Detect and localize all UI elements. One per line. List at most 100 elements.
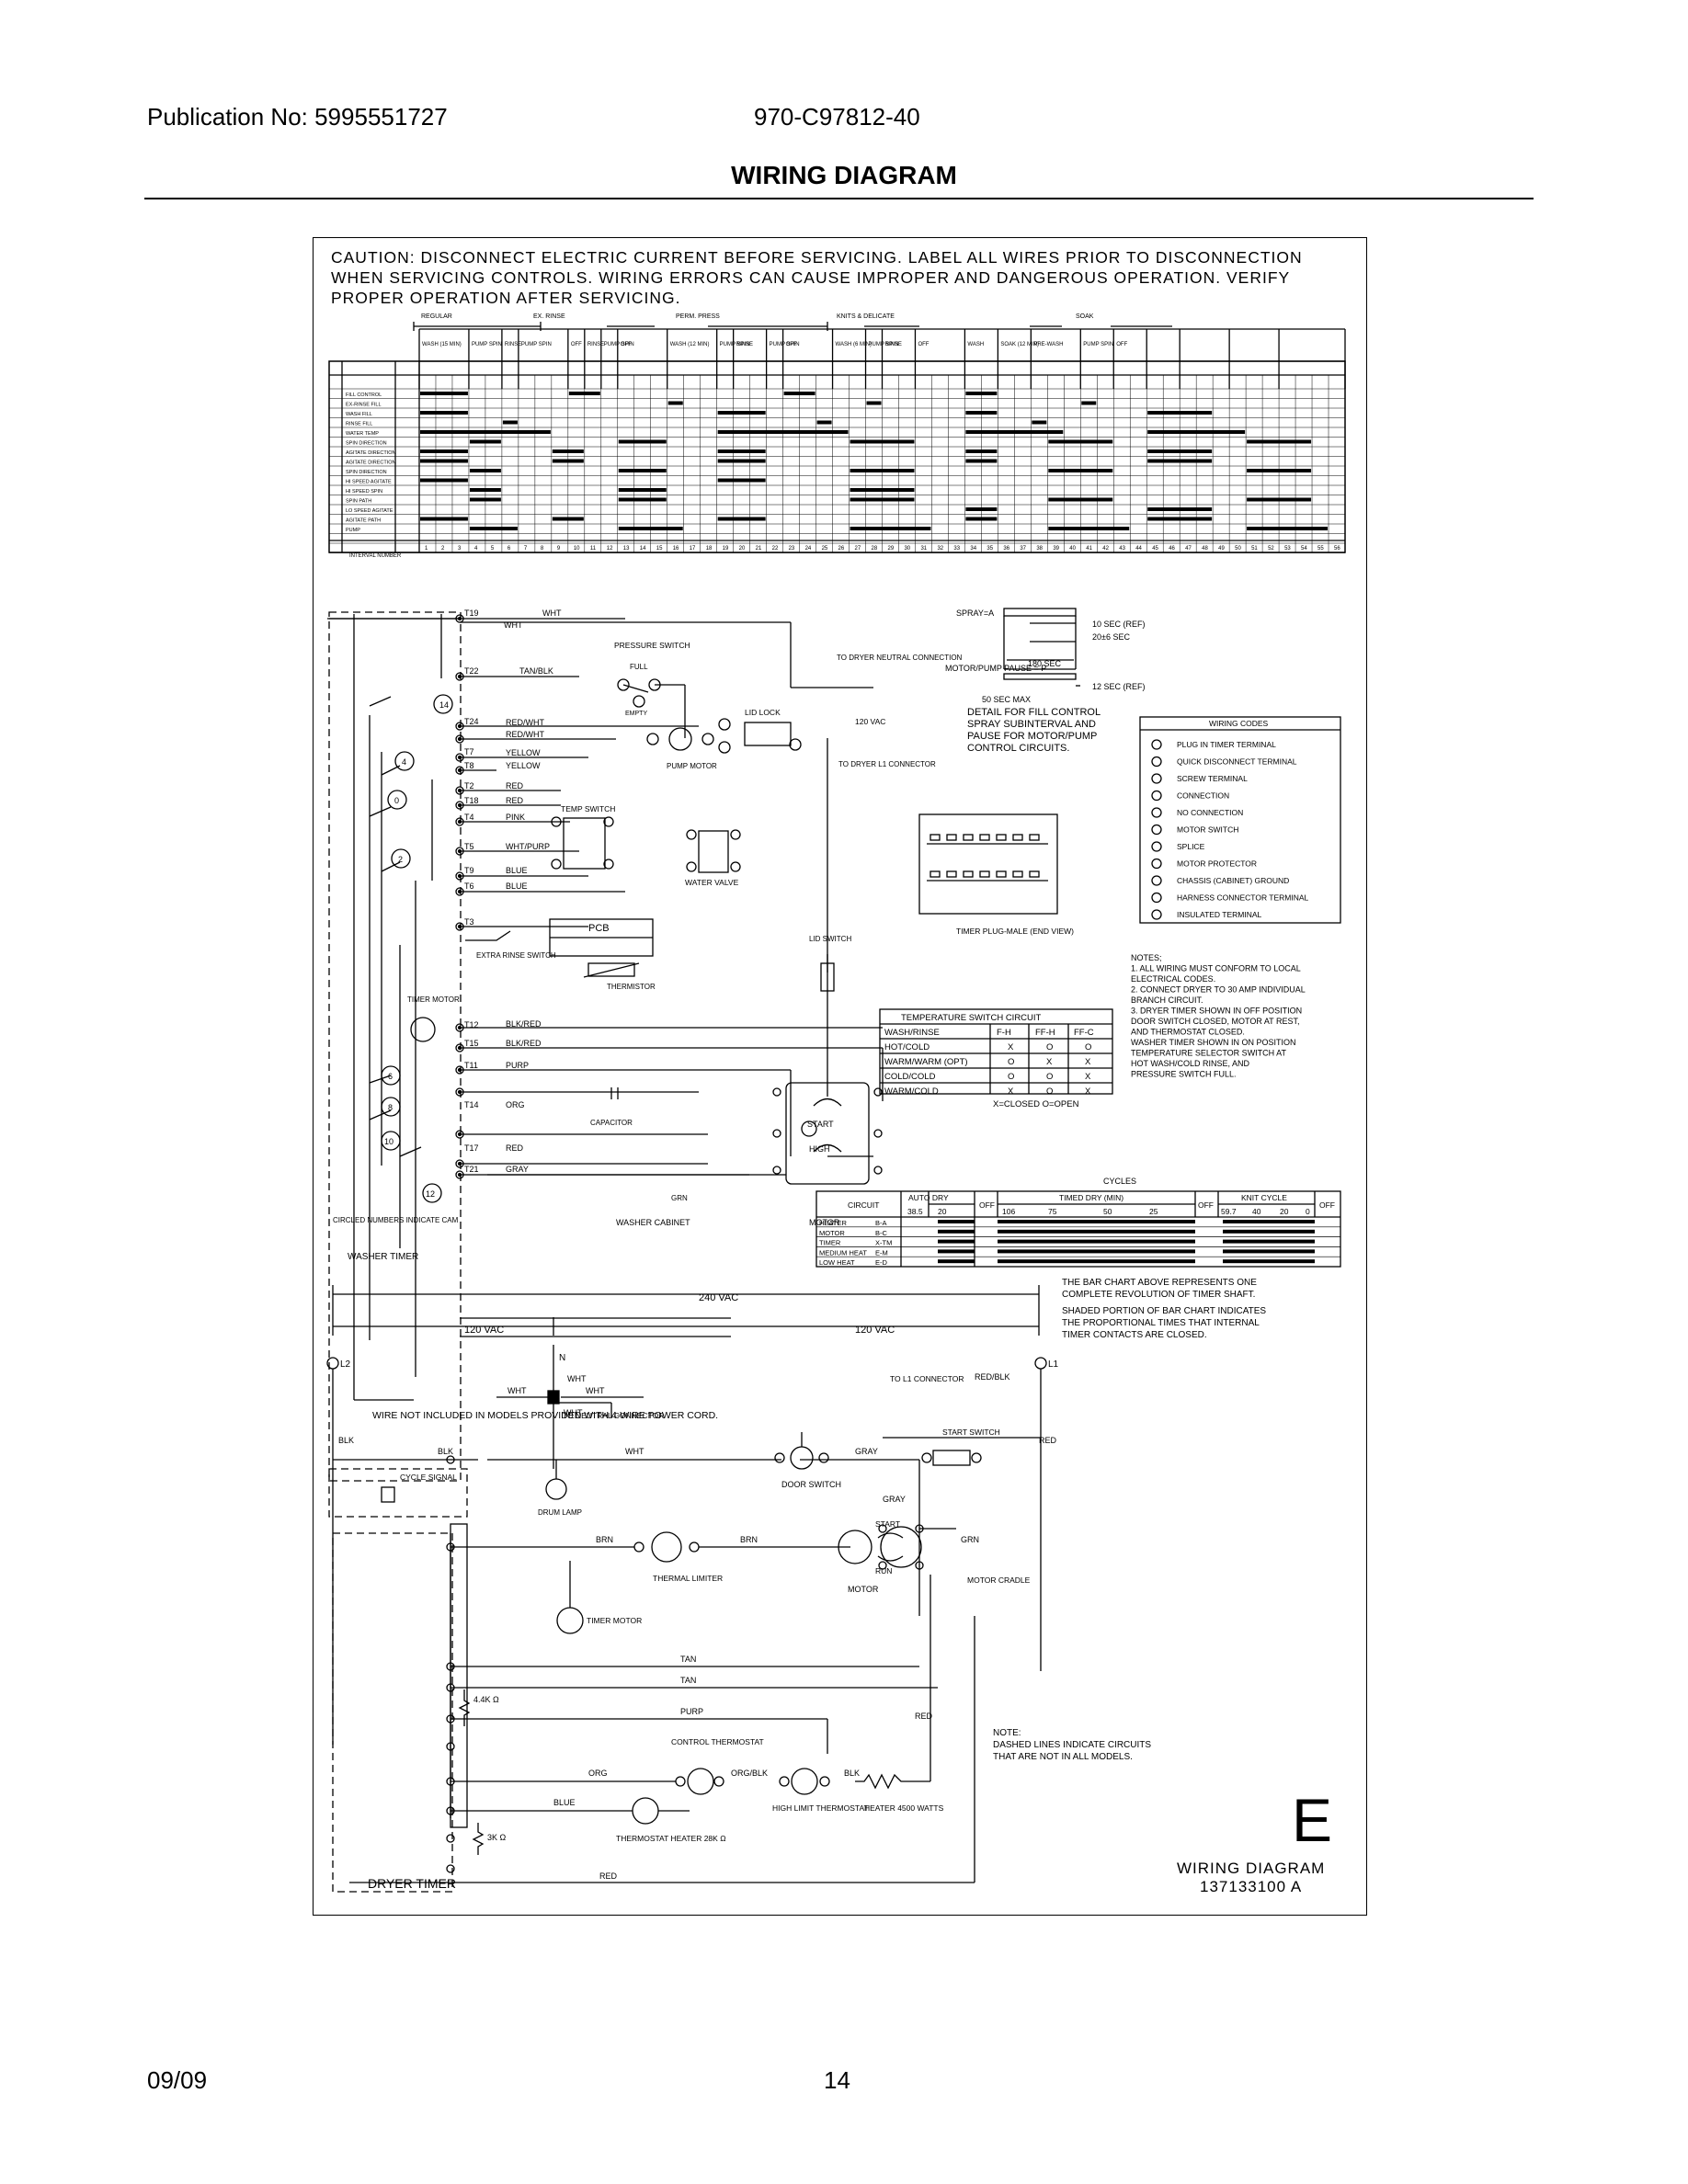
motor-label: MOTOR bbox=[809, 1218, 840, 1227]
timer-bar bbox=[965, 392, 998, 395]
plug-terminal-icon bbox=[455, 922, 464, 931]
interval-number: 28 bbox=[872, 546, 878, 552]
plug-terminal-icon bbox=[455, 1087, 464, 1097]
harness-connector-icon bbox=[1151, 892, 1162, 904]
timer-bar bbox=[618, 488, 667, 492]
circuit-header: CIRCUIT bbox=[848, 1200, 879, 1210]
interval-number: 31 bbox=[920, 546, 927, 552]
cycles-note-line: THE BAR CHART ABOVE REPRESENTS ONE bbox=[1062, 1278, 1257, 1288]
spray-label: SPRAY=A bbox=[956, 609, 994, 618]
wire-label: WHT bbox=[586, 1386, 605, 1395]
cycle-row-name: HEATER bbox=[819, 1219, 847, 1227]
interval-number: 9 bbox=[557, 546, 561, 552]
cam-number: 6 bbox=[388, 1072, 393, 1081]
timer-plug-label: TIMER PLUG-MALE (END VIEW) bbox=[956, 927, 1074, 936]
function-label: SPIN DIRECTION bbox=[346, 441, 387, 447]
phase-label: PUMP SPIN bbox=[472, 342, 502, 347]
group-soak: SOAK bbox=[1076, 313, 1094, 320]
empty-label: EMPTY bbox=[625, 711, 647, 717]
wiring-code-label: SCREW TERMINAL bbox=[1177, 774, 1248, 783]
to-neutral-label: TO NEUTRAL CONNECTOR bbox=[563, 1411, 664, 1420]
wiring-code-label: CHASSIS (CABINET) GROUND bbox=[1177, 876, 1289, 885]
timer-bar bbox=[420, 478, 468, 483]
wire-label: BLK/RED bbox=[506, 1039, 542, 1048]
timer-bar bbox=[469, 527, 518, 530]
l1-label: L1 bbox=[1048, 1359, 1059, 1370]
neutral-label: N bbox=[559, 1353, 565, 1363]
timer-bar bbox=[667, 401, 683, 405]
wire-label: GRN bbox=[961, 1535, 979, 1544]
wiring-code-label: QUICK DISCONNECT TERMINAL bbox=[1177, 757, 1297, 767]
capacitor-label: CAPACITOR bbox=[590, 1119, 633, 1127]
wire-label: RED bbox=[599, 1871, 618, 1881]
cycle-signal-label: CYCLE SIGNAL bbox=[400, 1473, 457, 1482]
plug-terminal-icon bbox=[455, 1023, 464, 1032]
timer-bar bbox=[965, 411, 998, 415]
interval-number: 15 bbox=[656, 546, 663, 552]
wire-label: YELLOW bbox=[506, 761, 541, 770]
function-label: LO SPEED AGITATE bbox=[346, 508, 393, 514]
page-number: 14 bbox=[824, 2066, 850, 2094]
motor-start-label: START bbox=[807, 1120, 834, 1129]
timer-bar bbox=[866, 401, 882, 405]
function-label: SPIN PATH bbox=[346, 499, 371, 505]
phase-label: RINSE bbox=[885, 342, 902, 347]
interval-number: 23 bbox=[789, 546, 795, 552]
note-line: HOT WASH/COLD RINSE, AND bbox=[1131, 1059, 1250, 1068]
timer-bar bbox=[717, 517, 766, 521]
wire-label: GRAY bbox=[855, 1447, 878, 1456]
knit-num: 40 bbox=[1252, 1207, 1261, 1216]
note-line: 2. CONNECT DRYER TO 30 AMP INDIVIDUAL bbox=[1131, 985, 1306, 995]
temp-table-header: WASH/RINSE bbox=[884, 1028, 940, 1038]
timer-bar bbox=[816, 420, 832, 425]
interval-number: 5 bbox=[491, 546, 495, 552]
cycle-bar bbox=[998, 1259, 1195, 1264]
cycle-bar bbox=[998, 1220, 1195, 1223]
timer-plug bbox=[918, 813, 1058, 915]
interval-number: 3 bbox=[458, 546, 462, 552]
timer-bar bbox=[618, 439, 667, 444]
wiring-code-label: MOTOR SWITCH bbox=[1177, 825, 1238, 835]
start-switch-label: START SWITCH bbox=[942, 1428, 1000, 1437]
wire-label: RED bbox=[915, 1712, 933, 1721]
drum-lamp-label: DRUM LAMP bbox=[538, 1508, 582, 1517]
terminal-t3: T3 bbox=[464, 917, 474, 927]
wiring-diagram: CAUTION: DISCONNECT ELECTRIC CURRENT BEF… bbox=[326, 248, 1346, 1895]
interval-number: 22 bbox=[772, 546, 779, 552]
spray-detail bbox=[1003, 608, 1080, 687]
cycle-row-code: B-A bbox=[875, 1219, 887, 1227]
timer-bar bbox=[420, 411, 468, 415]
note-line: WASHER TIMER SHOWN IN ON POSITION bbox=[1131, 1038, 1296, 1047]
to-dryer-neutral-label: TO DRYER NEUTRAL CONNECTION bbox=[837, 654, 963, 662]
cycle-row-name: TIMER bbox=[819, 1239, 841, 1247]
plug-terminal-icon bbox=[446, 1864, 455, 1873]
no-connection-icon bbox=[1151, 807, 1162, 818]
plug-terminal-icon bbox=[455, 871, 464, 881]
wire-label: BLUE bbox=[506, 882, 528, 891]
timer-bar bbox=[717, 478, 766, 483]
wire-label: WHT bbox=[625, 1447, 644, 1456]
note-line: DOOR SWITCH CLOSED, MOTOR AT REST, bbox=[1131, 1017, 1300, 1026]
timer-bar bbox=[965, 430, 1064, 434]
document-number: 970-C97812-40 bbox=[754, 103, 920, 131]
plug-pin bbox=[996, 870, 1007, 878]
auto-num: 38.5 bbox=[907, 1207, 923, 1216]
notes-block: NOTES;1. ALL WIRING MUST CONFORM TO LOCA… bbox=[1131, 953, 1306, 1079]
cycle-bar bbox=[1223, 1229, 1315, 1234]
wiring-code-label: MOTOR PROTECTOR bbox=[1177, 859, 1257, 869]
quick-disconnect-icon bbox=[1151, 756, 1162, 768]
terminal-t19: T19 bbox=[464, 609, 479, 618]
temp-table-cell: X bbox=[1085, 1072, 1091, 1082]
temp-table-cell: O bbox=[1046, 1086, 1053, 1097]
l2-label: L2 bbox=[340, 1359, 351, 1370]
pump-motor-label: PUMP MOTOR bbox=[667, 762, 717, 770]
terminal-t21: T21 bbox=[464, 1165, 479, 1174]
timer-bar bbox=[552, 459, 584, 463]
cycle-row-code: E-D bbox=[875, 1258, 888, 1267]
wiring-code-label: CONNECTION bbox=[1177, 791, 1229, 801]
plug-pin bbox=[1012, 834, 1023, 841]
vac-120-label: 120 VAC bbox=[855, 1325, 895, 1336]
plug-pin bbox=[963, 870, 974, 878]
function-label: HI SPEED AGITATE bbox=[346, 480, 392, 485]
caution-line: CAUTION: DISCONNECT ELECTRIC CURRENT BEF… bbox=[331, 248, 1303, 267]
